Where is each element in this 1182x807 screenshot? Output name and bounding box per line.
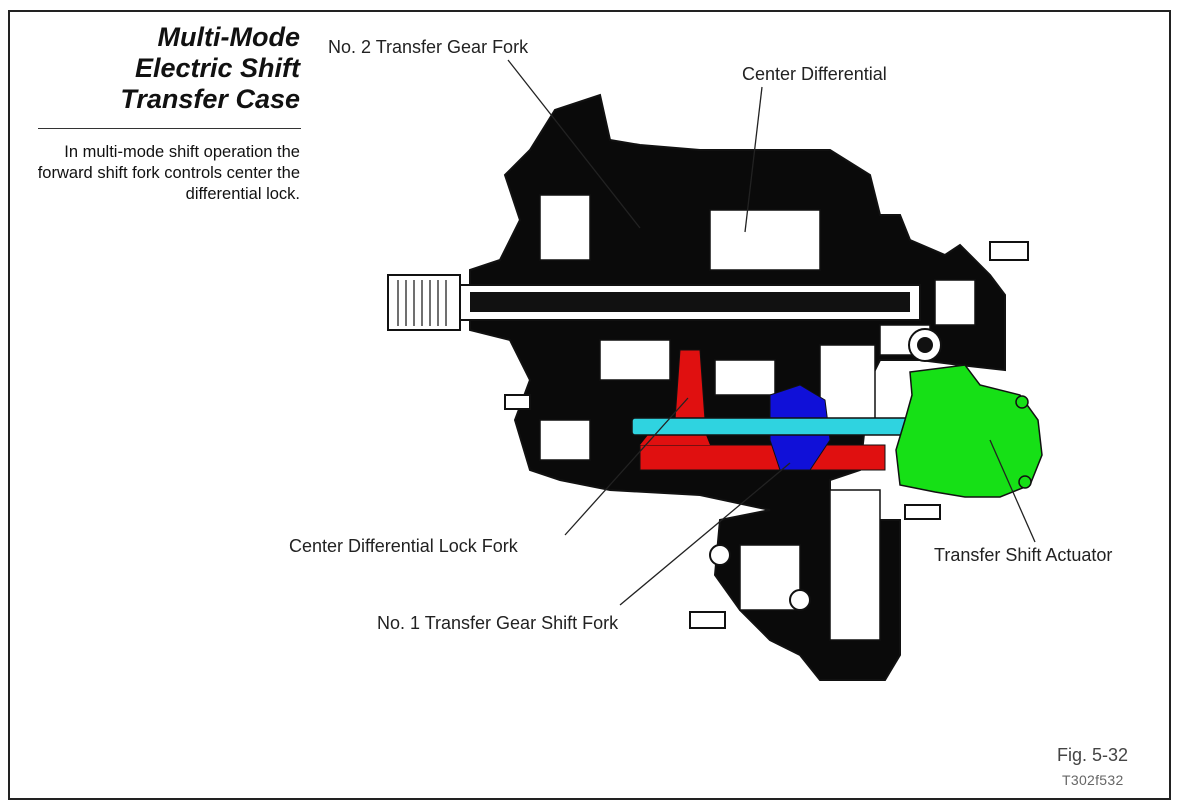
label-no1-transfer-gear-shift-fork: No. 1 Transfer Gear Shift Fork	[377, 613, 619, 633]
page-frame	[8, 10, 1171, 800]
figure-number: Fig. 5-32	[1057, 745, 1129, 765]
transfer-case-housing	[387, 93, 1029, 681]
transfer-shift-actuator-part	[895, 364, 1043, 498]
title-line-1: Multi-Mode	[157, 22, 300, 52]
label-center-differential: Center Differential	[742, 64, 887, 84]
label-center-differential-lock-fork: Center Differential Lock Fork	[289, 536, 518, 556]
title-divider	[38, 128, 301, 129]
leader-lines	[507, 59, 1036, 606]
title-line-3: Transfer Case	[120, 84, 300, 114]
description-text: In multi-mode shift operation the forwar…	[37, 143, 300, 203]
label-no2-transfer-gear-fork: No. 2 Transfer Gear Fork	[328, 37, 529, 57]
page-title: Multi-Mode Electric Shift Transfer Case	[120, 22, 300, 115]
label-transfer-shift-actuator: Transfer Shift Actuator	[934, 545, 1113, 565]
title-line-2: Electric Shift	[134, 53, 300, 83]
figure-code: T302f532	[1062, 772, 1124, 788]
